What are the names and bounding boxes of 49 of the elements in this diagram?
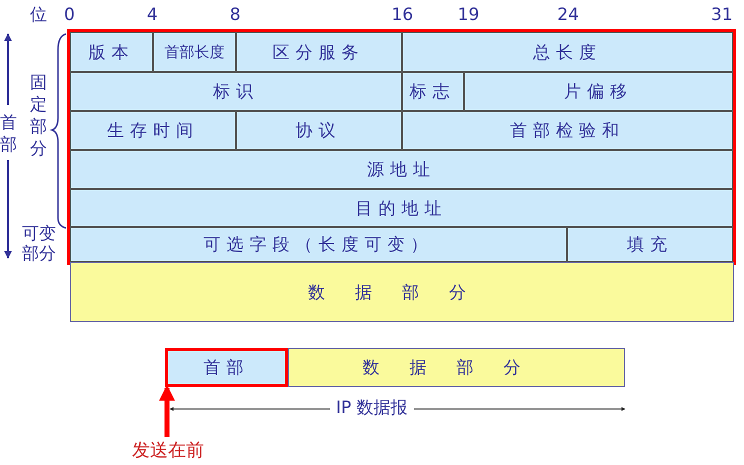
- field-label: 片偏移: [564, 81, 633, 103]
- field-cell: [464, 72, 733, 111]
- note-text: 发送在前: [132, 439, 204, 462]
- field-label: 区分服务: [272, 42, 365, 64]
- side-label: 首部: [0, 112, 18, 156]
- dimension-label: IP 数据报: [330, 398, 414, 418]
- bit-number: 16: [392, 5, 414, 25]
- field-label: 可选字段（长度可变）: [204, 234, 434, 256]
- field-label: 数据部分: [308, 282, 496, 304]
- bit-number: 24: [557, 5, 579, 25]
- field-label: 总长度: [532, 42, 602, 64]
- bit-number: 19: [458, 5, 480, 25]
- field-label: 源地址: [367, 159, 436, 181]
- field-label: 首部: [204, 357, 250, 379]
- field-cell: [152, 32, 236, 72]
- header-block: [165, 348, 288, 387]
- bit-number: 31: [711, 5, 733, 25]
- field-label: 目的地址: [356, 198, 448, 220]
- side-label: 可变部分: [22, 224, 57, 264]
- field-cell: [567, 227, 733, 262]
- field-label: 生存时间: [106, 120, 199, 142]
- field-cell: [70, 189, 733, 227]
- field-cell: [402, 111, 733, 150]
- field-cell: [70, 227, 568, 262]
- field-label: 标识: [212, 81, 259, 103]
- field-label: 版本: [88, 42, 134, 64]
- arrow: [159, 384, 175, 437]
- field-label: 协议: [296, 120, 342, 142]
- field-cell: [70, 32, 153, 72]
- field-cell: [70, 111, 236, 150]
- bit-number: 4: [146, 5, 158, 25]
- field-cell: [402, 32, 733, 72]
- field-cell: [236, 111, 402, 150]
- field-cell: [402, 72, 464, 111]
- side-label: 固定部分: [30, 72, 48, 160]
- field-label: 填充: [627, 234, 674, 256]
- field-label: 首部长度: [164, 42, 224, 62]
- field-label: 标志: [410, 81, 456, 103]
- field-cell: [70, 72, 402, 111]
- field-cell: [70, 150, 733, 189]
- data-block: [70, 262, 734, 322]
- field-label: 数据部分: [362, 357, 550, 379]
- header-frame: [67, 29, 736, 265]
- field-cell: [236, 32, 402, 72]
- bit-number: 0: [64, 5, 75, 25]
- bit-number: 8: [230, 5, 241, 25]
- data-block: [288, 348, 625, 387]
- field-label: 首部检验和: [510, 120, 625, 142]
- bit-label: 位: [30, 5, 47, 25]
